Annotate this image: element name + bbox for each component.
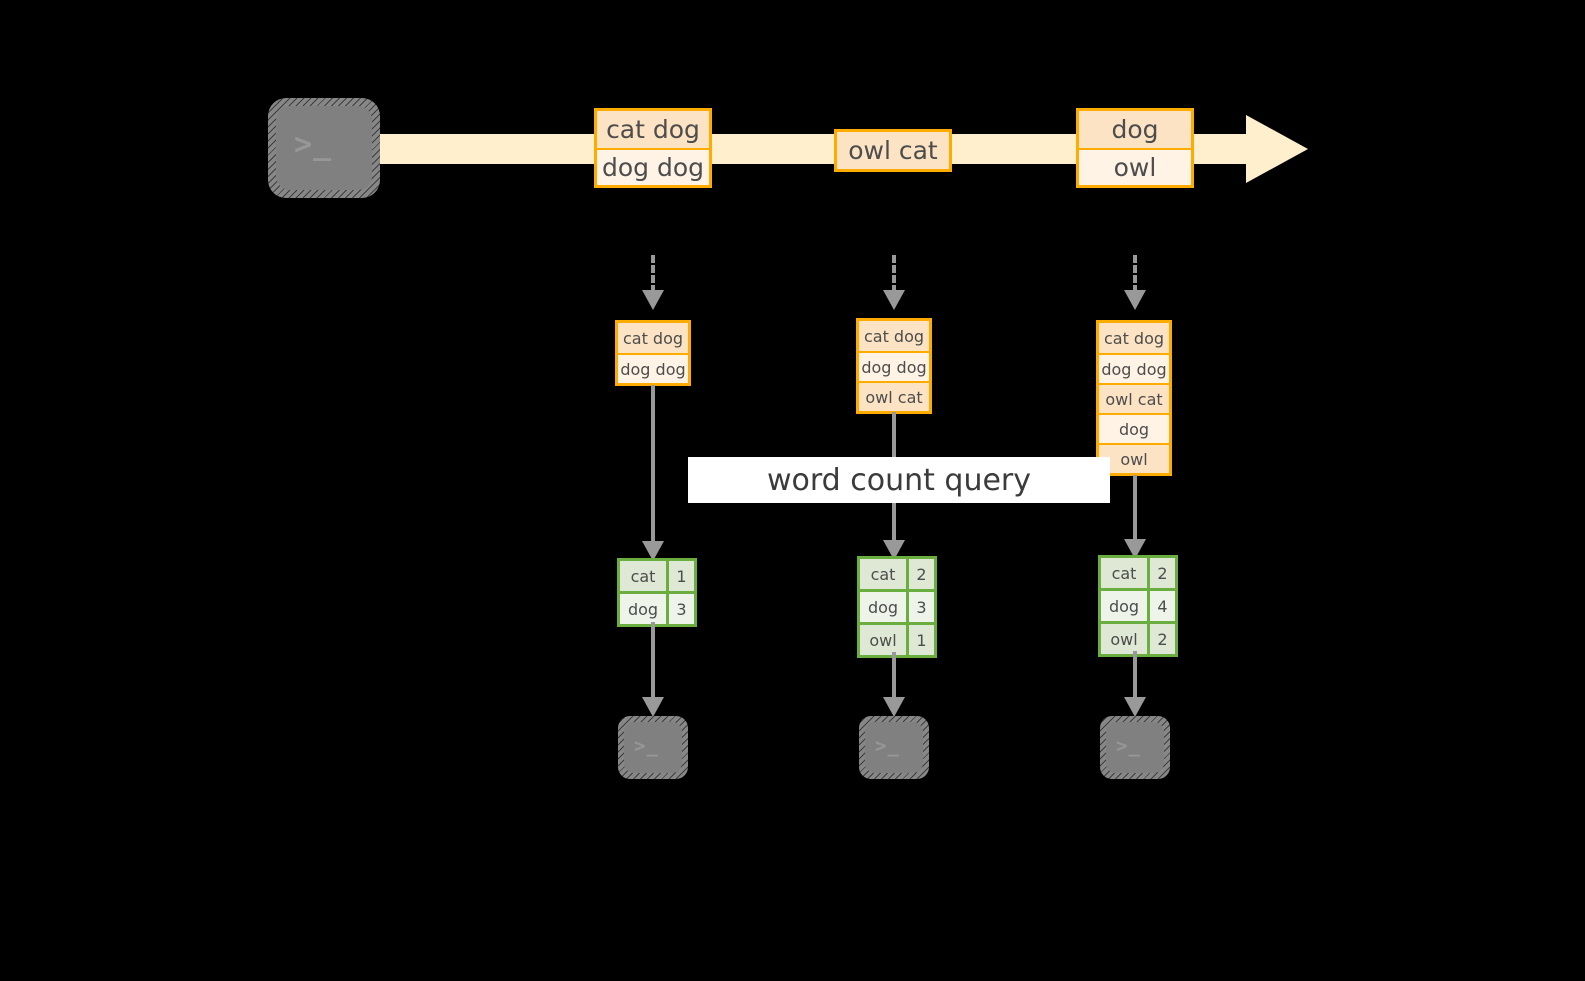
- query-label-text: word count query: [766, 462, 1032, 498]
- input-table-row: owl cat: [859, 381, 929, 411]
- input-table-row: cat dog: [618, 323, 688, 353]
- stream-batch-3: dog owl: [1076, 108, 1194, 188]
- result-to-sink-arrowhead-3: [1124, 697, 1146, 717]
- result-table-1: cat 1 dog 3: [617, 558, 697, 627]
- stream-to-table-dashed-line-1: [651, 255, 655, 293]
- unbounded-input-table-1: cat dog dog dog: [615, 320, 691, 386]
- table-row: cat 2: [860, 559, 934, 589]
- stream-to-table-arrowhead-2: [883, 290, 905, 310]
- sink-terminal-icon-1: >_: [618, 716, 688, 779]
- input-table-row: cat dog: [859, 321, 929, 351]
- terminal-prompt-label: >_: [294, 127, 333, 162]
- result-count-cell: 3: [906, 592, 934, 622]
- result-to-sink-arrowhead-2: [883, 697, 905, 717]
- terminal-body: [624, 722, 682, 773]
- stream-batch-line: owl: [1079, 148, 1191, 185]
- result-to-sink-line-3: [1133, 651, 1137, 700]
- stream-batch-line: dog: [1079, 111, 1191, 148]
- result-table-3: cat 2 dog 4 owl 2: [1098, 555, 1178, 657]
- table-row: dog 4: [1101, 588, 1175, 621]
- terminal-prompt-label: >_: [634, 735, 659, 757]
- stream-batch-line: cat dog: [597, 111, 709, 148]
- result-count-cell: 1: [666, 561, 694, 591]
- terminal-prompt-label: >_: [1116, 735, 1141, 757]
- result-count-cell: 4: [1147, 591, 1175, 621]
- input-table-row: dog dog: [859, 351, 929, 381]
- terminal-prompt-label: >_: [875, 735, 900, 757]
- result-word-cell: dog: [1101, 591, 1147, 621]
- result-word-cell: dog: [860, 592, 906, 622]
- terminal-body: [865, 722, 923, 773]
- stream-to-table-dashed-line-3: [1133, 255, 1137, 293]
- table-row: owl 1: [860, 622, 934, 655]
- input-table-row: owl: [1099, 443, 1169, 473]
- query-arrowhead-1: [642, 541, 664, 561]
- terminal-body: [1106, 722, 1164, 773]
- stream-batch-2: owl cat: [834, 129, 952, 172]
- result-to-sink-line-2: [892, 652, 896, 700]
- stream-batch-line: owl cat: [837, 132, 949, 169]
- result-word-cell: owl: [1101, 624, 1147, 654]
- result-count-cell: 3: [666, 594, 694, 624]
- input-stream-arrowhead: [1246, 115, 1308, 183]
- unbounded-input-table-2: cat dog dog dog owl cat: [856, 318, 932, 414]
- table-row: cat 2: [1101, 558, 1175, 588]
- stream-to-table-arrowhead-3: [1124, 290, 1146, 310]
- stream-to-table-arrowhead-1: [642, 290, 664, 310]
- query-label-band: word count query: [688, 457, 1110, 503]
- table-row: owl 2: [1101, 621, 1175, 654]
- result-count-cell: 2: [1147, 624, 1175, 654]
- result-count-cell: 2: [1147, 558, 1175, 588]
- query-line-3: [1133, 475, 1137, 543]
- input-table-row: dog dog: [1099, 353, 1169, 383]
- table-row: cat 1: [620, 561, 694, 591]
- result-word-cell: owl: [860, 625, 906, 655]
- sink-terminal-icon-3: >_: [1100, 716, 1170, 779]
- result-word-cell: cat: [860, 559, 906, 589]
- table-row: dog 3: [620, 591, 694, 624]
- result-count-cell: 1: [906, 625, 934, 655]
- stream-batch-line: dog dog: [597, 148, 709, 185]
- result-to-sink-line-1: [651, 622, 655, 700]
- result-count-cell: 2: [906, 559, 934, 589]
- result-word-cell: cat: [1101, 558, 1147, 588]
- table-row: dog 3: [860, 589, 934, 622]
- stream-to-table-dashed-line-2: [892, 255, 896, 293]
- result-word-cell: dog: [620, 594, 666, 624]
- stream-batch-1: cat dog dog dog: [594, 108, 712, 188]
- sink-terminal-icon-2: >_: [859, 716, 929, 779]
- query-arrowhead-2: [883, 540, 905, 560]
- result-word-cell: cat: [620, 561, 666, 591]
- unbounded-input-table-3: cat dog dog dog owl cat dog owl: [1096, 320, 1172, 476]
- source-terminal-icon: >_: [268, 98, 380, 198]
- result-to-sink-arrowhead-1: [642, 697, 664, 717]
- input-table-row: cat dog: [1099, 323, 1169, 353]
- result-table-2: cat 2 dog 3 owl 1: [857, 556, 937, 658]
- terminal-body: [276, 106, 372, 190]
- query-line-1: [651, 385, 655, 545]
- input-table-row: dog: [1099, 413, 1169, 443]
- query-arrowhead-3: [1124, 539, 1146, 559]
- input-table-row: dog dog: [618, 353, 688, 383]
- input-table-row: owl cat: [1099, 383, 1169, 413]
